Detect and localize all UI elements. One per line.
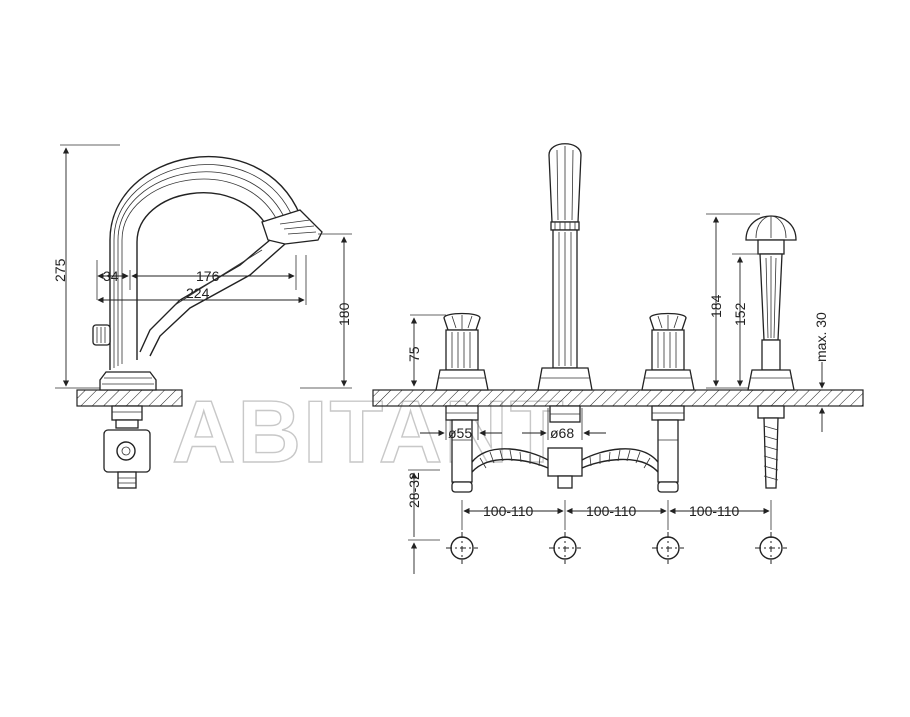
dim-275-label: 275 bbox=[52, 258, 68, 282]
dim-75-label: 75 bbox=[406, 346, 422, 362]
side-underdeck-fitting bbox=[103, 405, 151, 489]
front-hoses bbox=[471, 448, 659, 473]
side-countertop bbox=[76, 389, 183, 407]
hole-centers bbox=[446, 532, 787, 564]
dim-max30-label: max. 30 bbox=[813, 312, 829, 362]
front-countertop bbox=[372, 389, 864, 407]
dim-152-label: 152 bbox=[732, 302, 748, 326]
front-hand-shower bbox=[745, 215, 797, 489]
side-view: 275 180 34 176 224 bbox=[52, 144, 352, 489]
dim-spacing-2-label: 100-110 bbox=[586, 503, 637, 519]
dim-176-label: 176 bbox=[196, 268, 220, 284]
dim-d68-label: ø68 bbox=[550, 425, 574, 441]
dim-184-label: 184 bbox=[708, 294, 724, 318]
dim-d55-label: ø55 bbox=[448, 425, 472, 441]
front-left-handle bbox=[435, 312, 489, 493]
side-body bbox=[99, 371, 157, 391]
dim-spacing-1-label: 100-110 bbox=[483, 503, 534, 519]
side-spout bbox=[109, 155, 323, 370]
side-knob bbox=[92, 324, 111, 346]
dim-spacing-3-label: 100-110 bbox=[689, 503, 740, 519]
dim-28-32-label: 28-32 bbox=[406, 472, 422, 508]
front-center-spout bbox=[537, 143, 593, 489]
front-right-handle bbox=[641, 312, 695, 493]
front-view: 75 ø55 ø68 28-32 100-110 100-110 100-110 bbox=[372, 143, 864, 574]
dim-224-label: 224 bbox=[186, 285, 210, 301]
dim-34-label: 34 bbox=[103, 268, 119, 284]
dim-180-label: 180 bbox=[336, 302, 352, 326]
